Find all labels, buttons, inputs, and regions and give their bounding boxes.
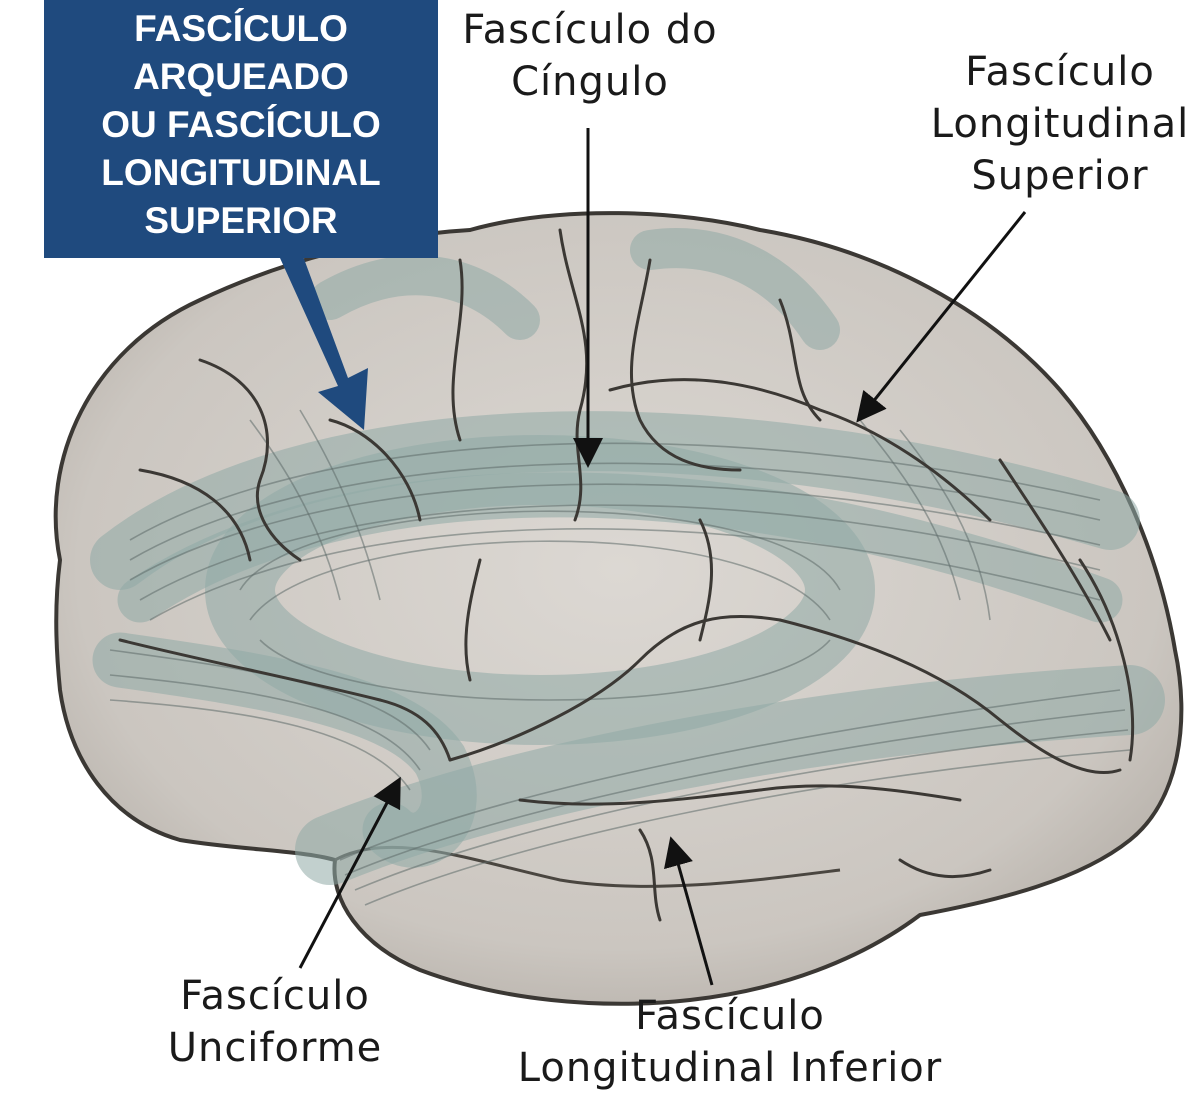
label-line: Unciforme [140, 1022, 410, 1074]
label-superior-longitudinal: Fascículo Longitudinal Superior [920, 46, 1200, 202]
label-cingulum: Fascículo do Cíngulo [440, 4, 740, 108]
label-line: Longitudinal Inferior [490, 1042, 970, 1094]
label-line: Cíngulo [440, 56, 740, 108]
label-line: Fascículo [140, 970, 410, 1022]
label-line: Longitudinal [920, 98, 1200, 150]
label-uncinate: Fascículo Unciforme [140, 970, 410, 1074]
label-inferior-longitudinal: Fascículo Longitudinal Inferior [490, 990, 970, 1094]
callout-line: SUPERIOR [48, 197, 434, 245]
label-line: Fascículo [920, 46, 1200, 98]
callout-line: FASCÍCULO [48, 5, 434, 53]
label-line: Fascículo [490, 990, 970, 1042]
callout-line: OU FASCÍCULO [48, 101, 434, 149]
label-line: Superior [920, 150, 1200, 202]
callout-line: ARQUEADO [48, 53, 434, 101]
callout-line: LONGITUDINAL [48, 149, 434, 197]
arcuate-fasciculus-callout: FASCÍCULO ARQUEADO OU FASCÍCULO LONGITUD… [44, 0, 438, 258]
label-line: Fascículo do [440, 4, 740, 56]
